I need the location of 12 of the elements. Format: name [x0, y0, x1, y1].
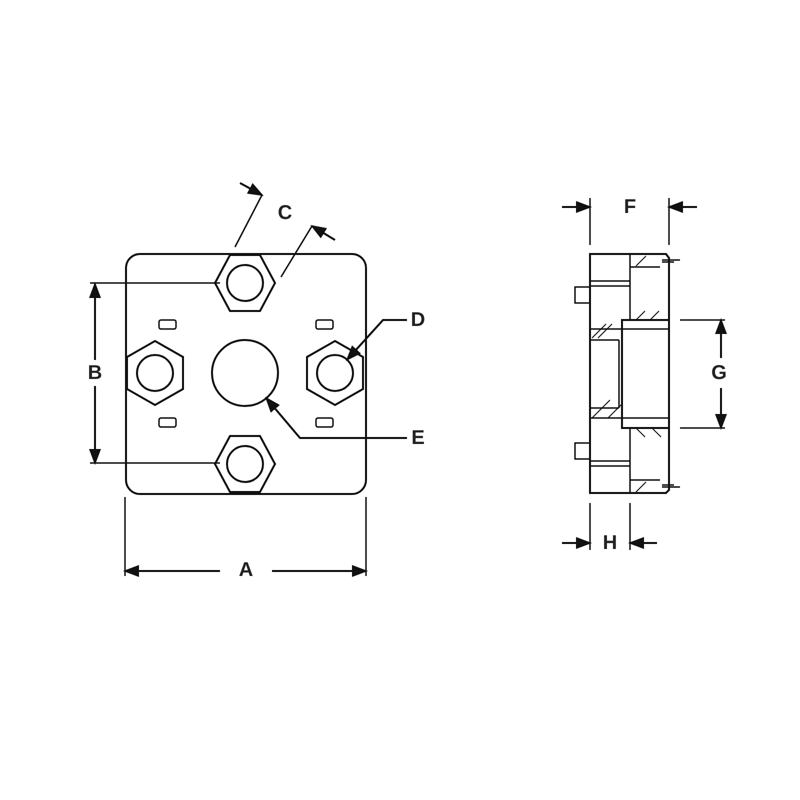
callout-letter: D	[410, 309, 426, 331]
hole-circle	[316, 354, 354, 392]
callout-letter: E	[411, 427, 425, 449]
hole-circle	[211, 339, 279, 407]
leader-line	[346, 319, 407, 362]
leader-line	[265, 396, 407, 439]
dimension-label: H	[602, 532, 618, 554]
dimension-label: B	[88, 362, 102, 384]
dimension-label: A	[238, 559, 254, 581]
dimension-label: G	[711, 362, 727, 384]
dimension-label: F	[624, 196, 636, 218]
dimension-label: C	[278, 202, 292, 224]
